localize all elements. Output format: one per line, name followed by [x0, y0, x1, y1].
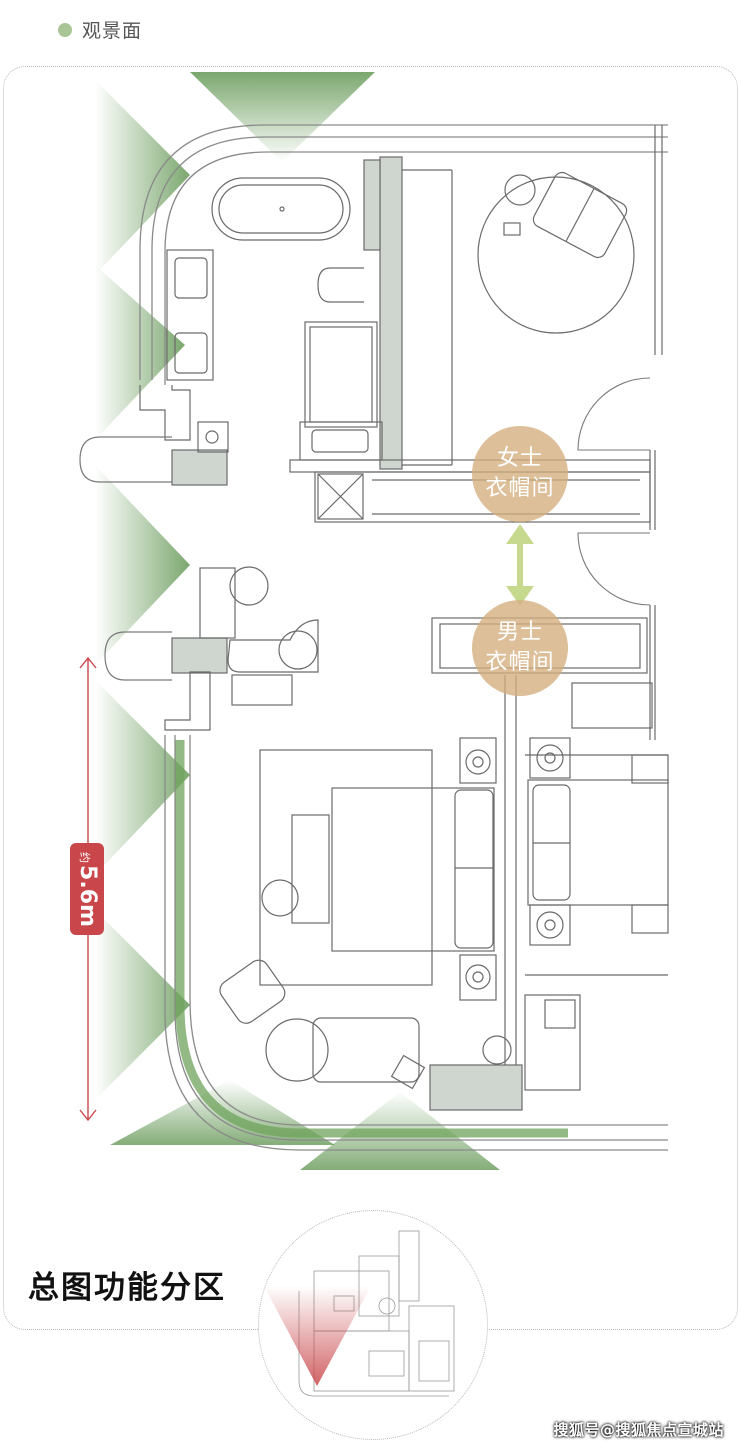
balconies — [79, 436, 172, 681]
lounge-furniture — [477, 171, 635, 334]
section-title: 总图功能分区 — [28, 1270, 226, 1306]
interior-walls — [139, 125, 668, 1111]
overview-thumbnail — [258, 1210, 488, 1440]
overview-plan-icon — [264, 1230, 455, 1397]
men-wardrobe-line1: 男士 — [496, 620, 543, 645]
dimension-value: 5.6m — [74, 864, 100, 927]
dimension-prefix: 约 — [77, 851, 91, 863]
legend-label: 观景面 — [82, 20, 143, 42]
bathroom-fixtures — [166, 177, 383, 461]
women-wardrobe-line2: 衣帽间 — [485, 476, 555, 501]
women-wardrobe-line1: 女士 — [496, 446, 543, 471]
exterior-walls — [139, 124, 668, 1151]
view-cones — [95, 72, 500, 1170]
second-bedroom — [527, 682, 669, 1029]
bedroom-furniture — [199, 566, 512, 1090]
watermark: 搜狐号@搜狐焦点宣城站 — [553, 1421, 724, 1439]
men-wardrobe-badge: 男士 衣帽间 — [472, 600, 568, 696]
men-wardrobe-line2: 衣帽间 — [485, 650, 555, 675]
legend-dot-icon — [58, 22, 72, 37]
doors — [577, 377, 651, 606]
connection-arrow — [506, 524, 534, 606]
view-glazing — [175, 740, 568, 1138]
women-wardrobe-badge: 女士 衣帽间 — [472, 426, 568, 522]
dimension-label: 约5.6m — [70, 843, 104, 935]
view-legend: 观景面 — [58, 16, 142, 43]
